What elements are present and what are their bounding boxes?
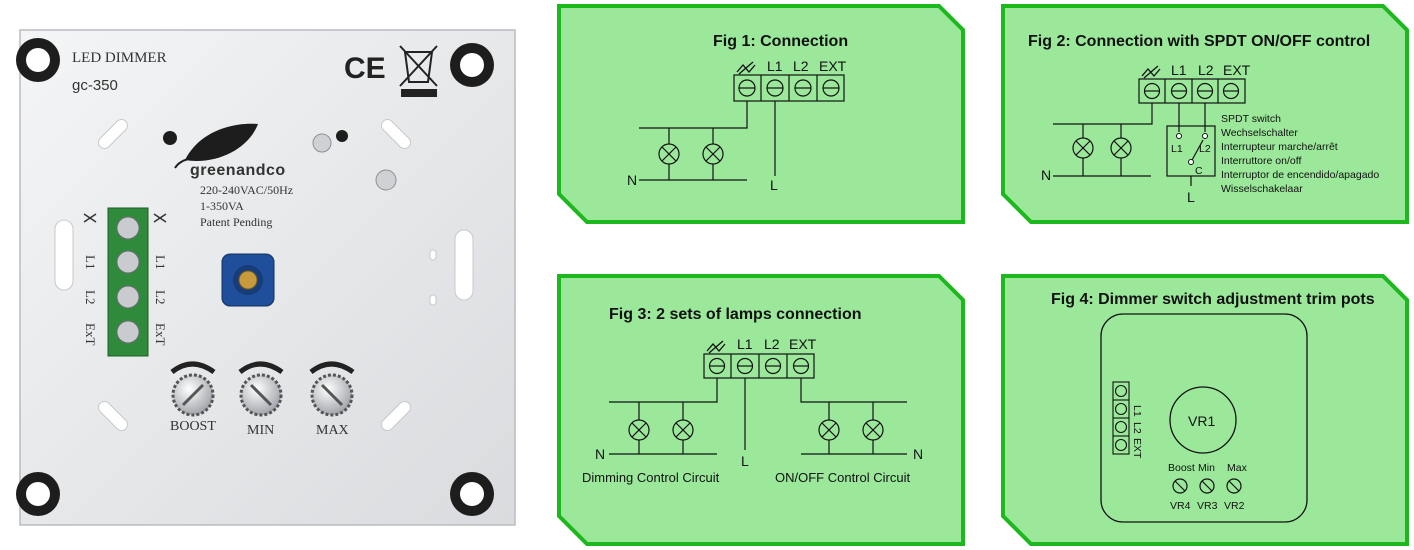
fig1-terminal-l1: L1 xyxy=(767,58,783,74)
fig4-terminal-l2: L2 xyxy=(1131,422,1143,434)
trim-label-min: MIN xyxy=(247,423,274,438)
terminal-label-l1-right: L1 xyxy=(153,255,168,269)
screw-icon xyxy=(312,130,397,191)
patent-text: Patent Pending xyxy=(200,215,272,229)
fig2-switch-label: Wisselschakelaar xyxy=(1221,183,1303,195)
fig3-terminal-ext: EXT xyxy=(789,336,817,352)
fig3-lamp-icon xyxy=(628,419,884,441)
fig4-background xyxy=(1001,274,1409,546)
fig1-terminal-ext: EXT xyxy=(819,58,847,74)
terminal-label-ext-left: ExT xyxy=(83,323,98,345)
fig2-title: Fig 2: Connection with SPDT ON/OFF contr… xyxy=(1028,33,1370,50)
fig1-panel: Fig 1: Connection L1 L2 EXT N L xyxy=(557,4,967,224)
fig3-background xyxy=(557,274,965,546)
plate-slots xyxy=(54,119,474,431)
mounting-hole-bottom-right xyxy=(450,472,494,516)
fig2-wiring xyxy=(1053,103,1216,186)
fig2-switch-label: Interrupteur marche/arrêt xyxy=(1221,141,1338,153)
fig2-panel: Fig 2: Connection with SPDT ON/OFF contr… xyxy=(1001,4,1411,224)
trim-knob-boost xyxy=(170,361,216,417)
fig4-trim-label-boost: Boost xyxy=(1168,462,1195,474)
fig3-terminal-l2: L2 xyxy=(764,336,780,352)
fig1-title: Fig 1: Connection xyxy=(713,33,848,50)
brand-name: greenandco xyxy=(190,162,286,179)
fig4-trim-label-max: Max xyxy=(1227,462,1248,474)
dimmer-module-illustration: LED DIMMER gc-350 CE greenandco 220-240V… xyxy=(16,29,516,526)
fig2-switch-label-list: SPDT switch Wechselschalter Interrupteur… xyxy=(1221,113,1379,195)
fig4-module-outline xyxy=(1100,313,1308,523)
ce-mark: CE xyxy=(344,52,386,85)
fig3-neutral-left: N xyxy=(595,446,605,462)
fig3-panel: Fig 3: 2 sets of lamps connection L1 L2 … xyxy=(557,274,967,546)
fig4-terminal-ext: EXT xyxy=(1131,438,1143,459)
fig4-panel: Fig 4: Dimmer switch adjustment trim pot… xyxy=(1001,274,1411,546)
fig1-line-label: L xyxy=(770,177,778,193)
fig4-title: Fig 4: Dimmer switch adjustment trim pot… xyxy=(1051,291,1375,308)
terminal-label-l2-right: L2 xyxy=(153,290,168,304)
product-name: LED DIMMER xyxy=(72,50,167,66)
terminal-label-ext-right: ExT xyxy=(153,323,168,345)
fig2-switch-label: Interruptor de encendido/apagado xyxy=(1221,169,1379,181)
fig1-terminal-l2: L2 xyxy=(793,58,809,74)
fig3-terminal-l1: L1 xyxy=(737,336,753,352)
terminal-block xyxy=(107,207,149,357)
fig2-switch-l2: L2 xyxy=(1199,143,1211,155)
fig2-switch-l1: L1 xyxy=(1171,143,1183,155)
fig4-terminal-block xyxy=(1112,381,1130,455)
fig2-switch-contacts xyxy=(1176,133,1208,165)
terminal-label-l1-left: L1 xyxy=(83,255,98,269)
fig2-switch-label: Wechselschalter xyxy=(1221,127,1298,139)
trim-knob-max xyxy=(309,361,355,417)
fig2-terminal-l2: L2 xyxy=(1198,62,1214,78)
model-number: gc-350 xyxy=(72,77,118,94)
fig4-trim-id-vr4: VR4 xyxy=(1170,500,1191,512)
main-potentiometer xyxy=(221,253,275,307)
fig2-terminal-block xyxy=(1138,78,1246,104)
fig2-switch-label: Interruttore on/off xyxy=(1221,155,1301,167)
fig3-left-caption: Dimming Control Circuit xyxy=(582,470,720,485)
fig1-dimmer-symbol-icon xyxy=(736,61,756,75)
fig3-line-label: L xyxy=(741,453,749,469)
fig2-dimmer-symbol-icon xyxy=(1141,65,1161,79)
terminal-label-l2-left: L2 xyxy=(83,290,98,304)
fig2-neutral-label: N xyxy=(1041,167,1051,183)
fig2-line-label: L xyxy=(1187,189,1195,205)
trim-label-boost: BOOST xyxy=(170,419,216,434)
fig3-dimmer-symbol-icon xyxy=(706,340,726,354)
trim-knob-min xyxy=(238,361,284,417)
weee-bin-icon xyxy=(399,45,438,97)
dimmer-symbol-icon xyxy=(83,213,167,223)
fig4-terminal-l1: L1 xyxy=(1131,405,1143,417)
fig3-neutral-right: N xyxy=(913,446,923,462)
fig3-terminal-block xyxy=(703,353,815,379)
fig4-trim-id-vr3: VR3 xyxy=(1197,500,1218,512)
brand-leaf-logo xyxy=(163,123,258,169)
fig3-title: Fig 3: 2 sets of lamps connection xyxy=(609,306,862,323)
fig1-wiring xyxy=(639,101,776,181)
mounting-hole-top-left xyxy=(16,38,60,82)
fig2-terminal-l1: L1 xyxy=(1171,62,1187,78)
fig4-trim-pot-icon xyxy=(1172,478,1242,494)
fig2-terminal-ext: EXT xyxy=(1223,62,1251,78)
rating-power: 1-350VA xyxy=(200,199,244,213)
fig4-trim-id-vr2: VR2 xyxy=(1224,500,1245,512)
mounting-hole-bottom-left xyxy=(16,472,60,516)
fig2-lamp-icon xyxy=(1072,137,1132,159)
fig2-switch-label: SPDT switch xyxy=(1221,113,1281,125)
rating-voltage: 220-240VAC/50Hz xyxy=(200,183,293,197)
fig1-background xyxy=(557,4,965,224)
fig3-wiring xyxy=(609,378,907,455)
fig1-terminal-block xyxy=(733,74,845,102)
mounting-hole-top-right xyxy=(450,43,494,87)
fig3-right-caption: ON/OFF Control Circuit xyxy=(775,470,910,485)
fig4-pot-circle xyxy=(1169,386,1237,454)
fig4-trim-label-min: Min xyxy=(1198,462,1215,474)
fig2-switch-c: C xyxy=(1195,165,1203,177)
fig4-pot-label: VR1 xyxy=(1188,413,1215,429)
fig1-lamp-icon xyxy=(658,143,724,165)
fig1-neutral-label: N xyxy=(627,172,637,188)
trim-label-max: MAX xyxy=(316,423,349,438)
